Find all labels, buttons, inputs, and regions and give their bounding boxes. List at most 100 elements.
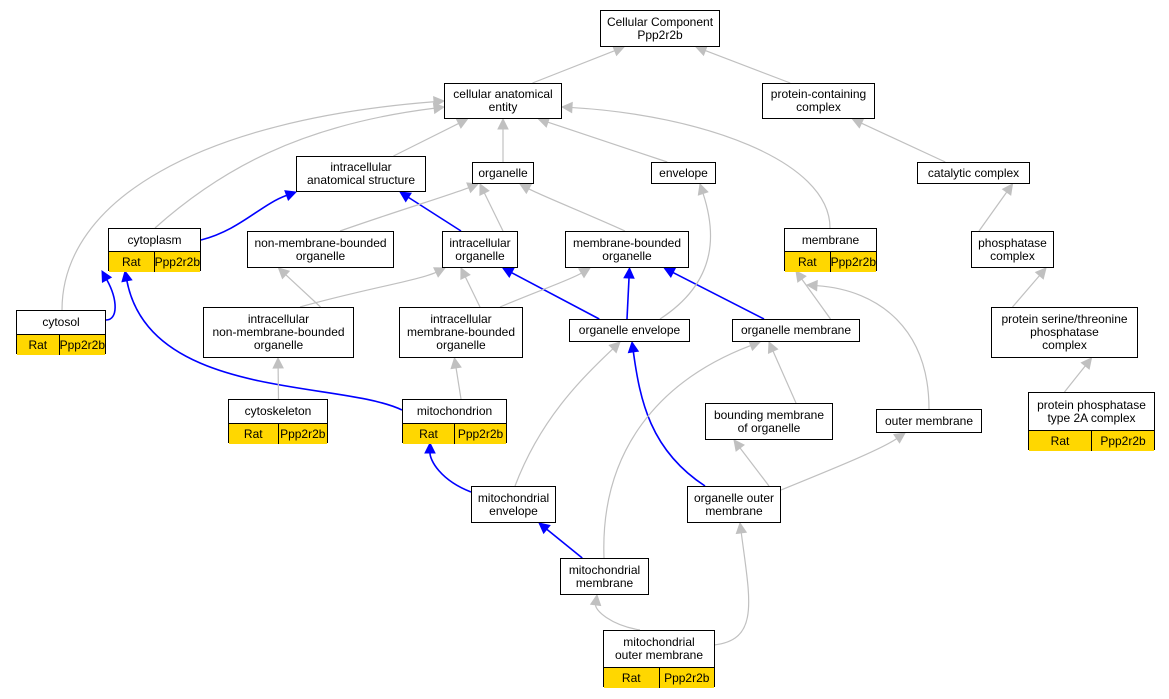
edge-bounding-membrane-of-organelle-to-organelle-membrane [767, 340, 797, 404]
arrowhead [589, 593, 602, 607]
arrowhead [272, 356, 284, 369]
arrowhead [805, 279, 818, 292]
node-label: Cellular Component Ppp2r2b [606, 14, 714, 42]
arrowhead [1034, 267, 1047, 280]
edge-mitochondrial-envelope-to-mitochondrion [424, 441, 472, 493]
node-label: membrane-bounded organelle [572, 235, 682, 263]
node-catalytic-complex[interactable]: catalytic complex [917, 162, 1030, 184]
node-intracellular-non-membrane-bounded-organelle[interactable]: intracellular non-membrane-bounded organ… [203, 307, 354, 358]
edge-envelope-to-cellular-anatomical-entity [537, 116, 668, 163]
arrowhead [479, 182, 490, 196]
node-label: mitochondrion [416, 404, 493, 418]
node-label: organelle envelope [578, 323, 681, 337]
node-intracellular-membrane-bounded-organelle[interactable]: intracellular membrane-bounded organelle [399, 307, 523, 358]
node-bounding-membrane-of-organelle[interactable]: bounding membrane of organelle [705, 403, 833, 440]
arrowhead [284, 190, 298, 202]
node-mitochondrial-membrane[interactable]: mitochondrial membrane [560, 558, 649, 595]
arrowhead [851, 118, 865, 129]
edge-membrane-bounded-organelle-to-organelle [519, 183, 626, 232]
arrowhead [519, 183, 532, 195]
node-organelle-envelope[interactable]: organelle envelope [569, 319, 690, 342]
arrowhead [612, 45, 626, 57]
edge-organelle-membrane-to-membrane-bounded-organelle [663, 267, 765, 320]
node-label: outer membrane [884, 413, 974, 428]
gene-cell: Ppp2r2b [58, 335, 105, 355]
node-label: organelle outer membrane [693, 490, 775, 518]
arrowhead [663, 267, 677, 278]
edge-organelle-envelope-to-intracellular-organelle [501, 267, 600, 320]
arrowhead [694, 45, 708, 57]
edge-mitochondrial-outer-membrane-to-mitochondrial-membrane [589, 593, 641, 631]
edge-phosphatase-complex-to-catalytic-complex [978, 183, 1014, 232]
node-label: protein-containing complex [770, 87, 867, 114]
edge-organelle-membrane-to-membrane [795, 270, 831, 320]
node-intracellular-organelle[interactable]: intracellular organelle [442, 231, 518, 268]
node-cellular-anatomical-entity[interactable]: cellular anatomical entity [444, 83, 562, 119]
node-label: intracellular organelle [449, 235, 511, 263]
node-membrane-bounded-organelle[interactable]: membrane-bounded organelle [565, 231, 689, 268]
arrowhead [101, 270, 113, 283]
node-cellular-component[interactable]: Cellular Component Ppp2r2b [600, 10, 720, 47]
node-protein-containing-complex[interactable]: protein-containing complex [762, 83, 875, 119]
node-mitochondrial-envelope[interactable]: mitochondrial envelope [471, 486, 556, 523]
node-organelle-membrane[interactable]: organelle membrane [732, 319, 860, 342]
node-outer-membrane[interactable]: outer membrane [876, 409, 982, 433]
arrowhead [538, 522, 551, 535]
arrowhead [735, 521, 748, 535]
edge-intracellular-non-membrane-bounded-organelle-to-non-membrane-bounded-organelle [277, 267, 321, 308]
node-label: mitochondrial membrane [568, 562, 641, 590]
edge-mitochondrial-envelope-to-organelle-envelope [514, 341, 621, 487]
node-label: cytoplasm [127, 232, 182, 247]
edge-organelle-outer-membrane-to-outer-membrane [780, 432, 906, 491]
node-label: membrane [801, 232, 860, 247]
node-label: intracellular anatomical structure [306, 160, 416, 187]
node-label: cytosol [42, 315, 80, 329]
species-cell: Rat [121, 255, 141, 269]
edge-cytoskeleton-to-intracellular-non-membrane-bounded-organelle [272, 356, 284, 400]
edge-catalytic-complex-to-protein-containing-complex [851, 118, 946, 163]
node-intracellular-anatomical-structure[interactable]: intracellular anatomical structure [296, 156, 426, 192]
node-protein-serine-threonine-phosphatase-complex[interactable]: protein serine/threonine phosphatase com… [991, 307, 1138, 358]
node-organelle-outer-membrane[interactable]: organelle outer membrane [687, 486, 781, 523]
edge-cytosol-to-cellular-anatomical-entity [61, 96, 446, 311]
edge-protein-serine-threonine-phosphatase-complex-to-phosphatase-complex [1012, 267, 1047, 308]
arrowhead [1001, 183, 1014, 196]
node-label: organelle membrane [740, 323, 852, 337]
node-phosphatase-complex[interactable]: phosphatase complex [971, 231, 1054, 268]
arrowhead [424, 441, 436, 454]
node-label: protein phosphatase type 2A complex [1037, 397, 1146, 425]
species-cell: Rat [797, 255, 817, 269]
gene-cell: Ppp2r2b [277, 424, 328, 444]
node-label: intracellular non-membrane-bounded organ… [212, 312, 345, 352]
node-organelle[interactable]: organelle [472, 162, 534, 184]
arrowhead [560, 101, 573, 114]
arrowhead [1080, 357, 1093, 370]
node-envelope[interactable]: envelope [651, 162, 716, 184]
node-label: envelope [659, 165, 708, 180]
arrowhead [608, 341, 621, 354]
node-non-membrane-bounded-organelle[interactable]: non-membrane-bounded organelle [247, 231, 394, 268]
edge-intracellular-membrane-bounded-organelle-to-intracellular-organelle [460, 266, 481, 308]
arrowhead [450, 356, 462, 370]
edge-organelle-outer-membrane-to-organelle-envelope [627, 340, 706, 487]
gene-cell: Ppp2r2b [1091, 431, 1154, 451]
edge-organelle-envelope-to-membrane-bounded-organelle [623, 266, 635, 320]
arrowhead [121, 269, 133, 283]
arrowhead [399, 191, 412, 203]
arrowhead [460, 266, 471, 280]
edge-intracellular-anatomical-structure-to-cellular-anatomical-entity [393, 118, 469, 157]
arrowhead [277, 267, 291, 280]
arrowhead [795, 270, 807, 283]
